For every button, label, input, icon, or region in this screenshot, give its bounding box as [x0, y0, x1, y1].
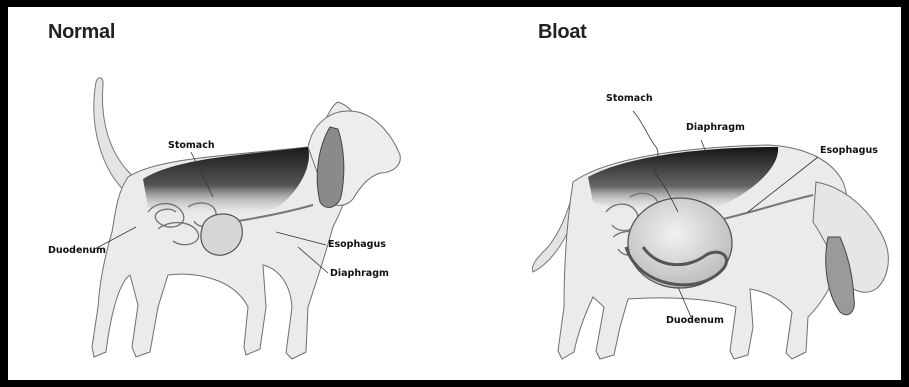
- normal-dog-illustration: [92, 78, 400, 359]
- bloat-label-stomach: Stomach: [606, 93, 653, 104]
- normal-label-esophagus: Esophagus: [328, 239, 386, 250]
- illustration-canvas: [8, 7, 901, 380]
- normal-dog-tail: [94, 78, 136, 192]
- illustration-frame: Normal Bloat Stomach Duodenum Esophagus …: [8, 7, 901, 380]
- bloat-label-diaphragm: Diaphragm: [686, 122, 745, 133]
- bloat-panel-title: Bloat: [538, 21, 587, 44]
- normal-label-diaphragm: Diaphragm: [330, 268, 389, 279]
- bloat-label-duodenum: Duodenum: [666, 315, 724, 326]
- normal-label-stomach: Stomach: [168, 140, 215, 151]
- normal-label-duodenum: Duodenum: [48, 245, 106, 256]
- bloat-label-esophagus: Esophagus: [820, 145, 878, 156]
- normal-panel-title: Normal: [48, 21, 115, 44]
